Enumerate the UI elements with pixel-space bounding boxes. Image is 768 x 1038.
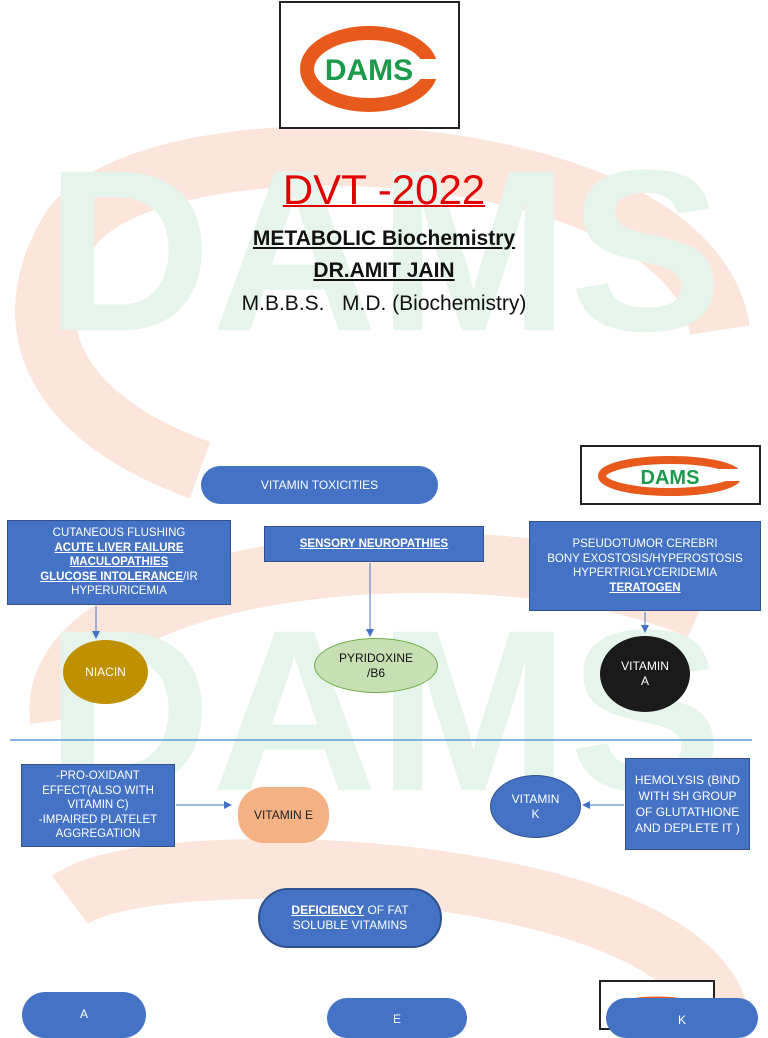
niacin-effects-box: CUTANEOUS FLUSHING ACUTE LIVER FAILURE M… — [7, 520, 231, 605]
dams-logo-icon: DAMS — [300, 26, 441, 112]
deficiency-heading: DEFICIENCY OF FAT SOLUBLE VITAMINS — [258, 888, 442, 948]
dams-logo-icon: DAMS — [598, 456, 752, 496]
author-degrees: M.B.B.S. M.D. (Biochemistry) — [241, 292, 527, 315]
page-title: DVT -2022 — [282, 166, 486, 213]
pyridoxine-effects-box: SENSORY NEUROPATHIES — [264, 526, 484, 562]
deficiency-k-node: K — [606, 998, 758, 1038]
vitamin-e-node: VITAMIN E — [238, 787, 329, 843]
subtitle: METABOLIC Biochemistry — [252, 227, 516, 250]
author-name: DR.AMIT JAIN — [313, 259, 455, 282]
vitamin-a-node: VITAMIN A — [600, 636, 690, 712]
deficiency-a-node: A — [22, 992, 146, 1038]
svg-text:DAMS: DAMS — [325, 54, 413, 87]
vitamin-e-effects-box: -PRO-OXIDANT EFFECT(ALSO WITH VITAMIN C)… — [21, 764, 175, 847]
pyridoxine-node: PYRIDOXINE /B6 — [314, 638, 438, 693]
niacin-node: NIACIN — [63, 640, 148, 704]
svg-text:DAMS: DAMS — [641, 467, 700, 489]
vitamin-toxicities-heading: VITAMIN TOXICITIES — [201, 466, 438, 504]
deficiency-e-node: E — [327, 998, 467, 1038]
header-logo: DAMS — [279, 1, 460, 129]
vitamin-a-effects-box: PSEUDOTUMOR CEREBRI BONY EXOSTOSIS/HYPER… — [529, 521, 761, 611]
vitamin-k-effects-box: HEMOLYSIS (BIND WITH SH GROUP OF GLUTATH… — [625, 758, 750, 850]
vitamin-k-node: VITAMIN K — [490, 775, 581, 838]
section-logo: DAMS — [580, 445, 761, 505]
